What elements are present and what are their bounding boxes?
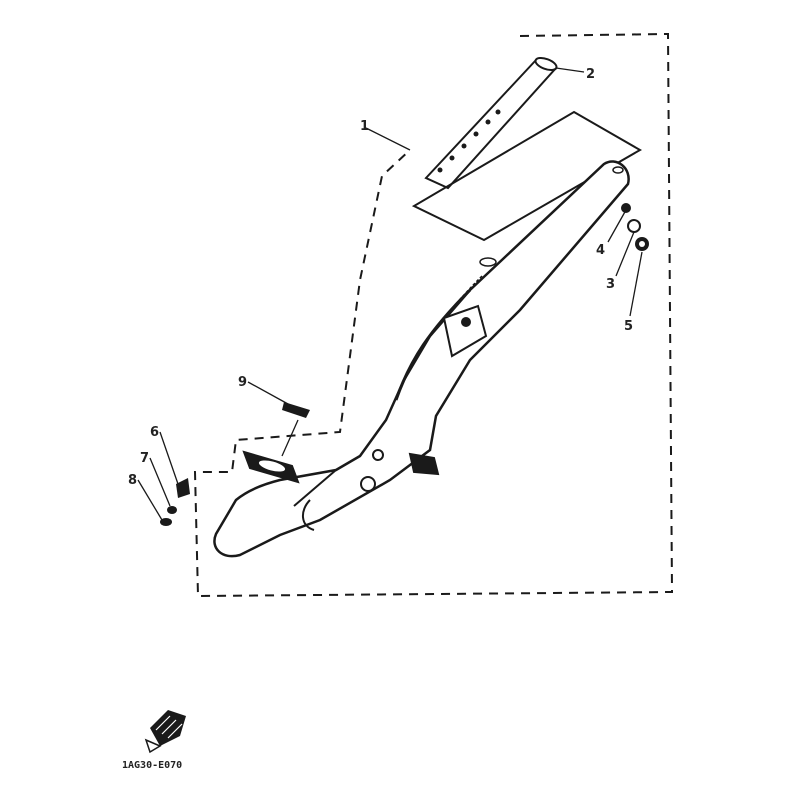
callout-9: 9 bbox=[238, 375, 247, 390]
callout-5: 5 bbox=[624, 319, 633, 334]
engine-orientation-icon bbox=[144, 710, 186, 754]
callout-1: 1 bbox=[360, 119, 369, 134]
exhaust-flange bbox=[242, 450, 300, 484]
callout-3: 3 bbox=[606, 277, 615, 292]
mounting-bracket bbox=[442, 304, 488, 358]
callout-4: 4 bbox=[596, 243, 605, 258]
gasket bbox=[282, 402, 310, 418]
callout-6: 6 bbox=[150, 425, 159, 440]
figure-code: 1AG30-E070 bbox=[122, 760, 182, 771]
assembly-boundary bbox=[193, 32, 674, 598]
callout-7: 7 bbox=[140, 451, 149, 466]
leader-lines bbox=[137, 67, 643, 521]
fastener-set bbox=[160, 478, 190, 526]
guard-plate bbox=[411, 110, 643, 242]
lower-stay bbox=[408, 452, 440, 476]
heat-protector bbox=[424, 56, 558, 190]
muffler-body bbox=[213, 160, 630, 558]
callout-2: 2 bbox=[586, 67, 595, 82]
callout-8: 8 bbox=[128, 473, 137, 488]
